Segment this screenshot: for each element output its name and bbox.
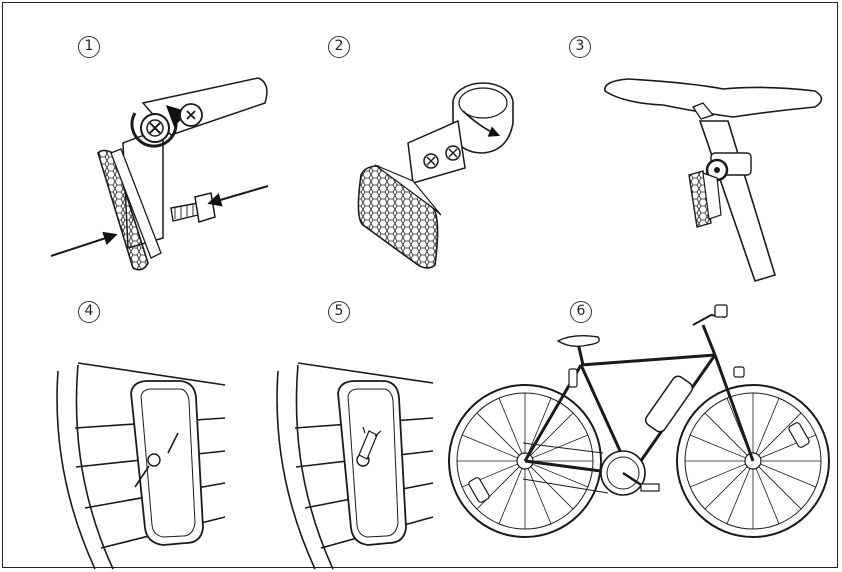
spoke (690, 464, 745, 487)
spoke (759, 467, 801, 509)
saddle (558, 336, 599, 347)
spoke (477, 413, 519, 455)
frame (525, 325, 753, 475)
spoke (462, 435, 517, 458)
spoke (756, 398, 779, 453)
spoke (499, 468, 522, 523)
spoke (760, 464, 815, 487)
spoke (528, 468, 551, 523)
spoke (705, 467, 747, 509)
spoke (756, 468, 779, 523)
spoke (532, 435, 587, 458)
spoke (705, 413, 747, 455)
spoke (499, 398, 522, 453)
step-6-illustration (3, 3, 839, 569)
spoke (727, 468, 750, 523)
spoke (531, 467, 573, 509)
spoke (531, 413, 573, 455)
headlight-icon (715, 305, 727, 317)
spoke (690, 435, 745, 458)
